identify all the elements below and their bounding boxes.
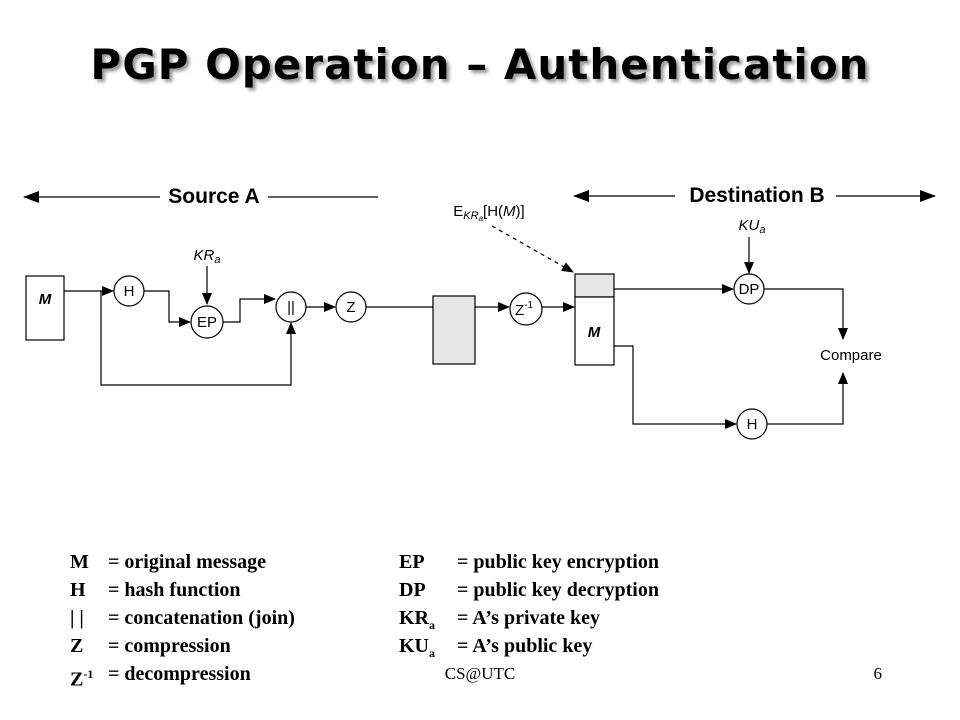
legend-definition: = A’s public key: [457, 635, 593, 657]
decrypt-label: DP: [739, 281, 760, 298]
message-box-destination: [574, 296, 615, 366]
legend-symbol: | |: [70, 607, 84, 629]
legend-definition: = concatenation (join): [108, 607, 295, 629]
legend-definition: = decompression: [108, 663, 251, 685]
slide-title: PGP Operation – Authentication: [90, 40, 870, 89]
legend-definition: = hash function: [108, 579, 241, 601]
legend-definition: = original message: [108, 551, 267, 573]
hash-source-label: H: [124, 283, 135, 300]
legend-definition: = compression: [108, 635, 231, 657]
message-destination-label: M: [588, 324, 601, 341]
legend-symbol: DP: [399, 579, 426, 601]
connections: [64, 284, 848, 429]
message-box-source: [25, 275, 65, 341]
page-number: 6: [873, 664, 883, 683]
legend-symbol: KRa: [399, 607, 435, 632]
source-label: Source A: [168, 185, 259, 208]
footer-course-label: CS@UTC: [444, 664, 516, 683]
dest-key-label: KUa: [739, 217, 766, 236]
concat-label: ||: [287, 299, 295, 316]
source-span: Source A: [23, 185, 378, 208]
destination-span: Destination B: [573, 184, 936, 207]
transmitted-block: [432, 295, 476, 365]
legend-symbol: KUa: [399, 635, 435, 660]
legend-symbol: EP: [399, 551, 425, 573]
hash-destination-label: H: [747, 416, 758, 433]
legend-symbol: H: [70, 579, 86, 601]
message-source-label: M: [39, 291, 52, 308]
destination-label: Destination B: [689, 184, 824, 207]
compress-label: Z: [346, 299, 355, 316]
legend-definition: = A’s private key: [457, 607, 601, 629]
pgp-authentication-diagram: Source A Destination B KRa M H EP || Z Z…: [23, 184, 936, 440]
signature-label: EKRa[H(M)]: [453, 203, 524, 223]
decompress-label: Z-1: [515, 300, 534, 319]
legend-symbol: M: [70, 551, 89, 573]
decompress-node: [509, 292, 543, 326]
signature-segment: [574, 273, 615, 298]
legend-definition: = public key decryption: [457, 579, 659, 601]
encrypt-label: EP: [197, 314, 217, 331]
compare-label: Compare: [820, 347, 882, 364]
source-key-label: KRa: [194, 247, 221, 266]
legend-definition: = public key encryption: [457, 551, 659, 573]
legend-symbol: Z-1: [70, 667, 94, 691]
legend-symbol: Z: [70, 635, 84, 657]
